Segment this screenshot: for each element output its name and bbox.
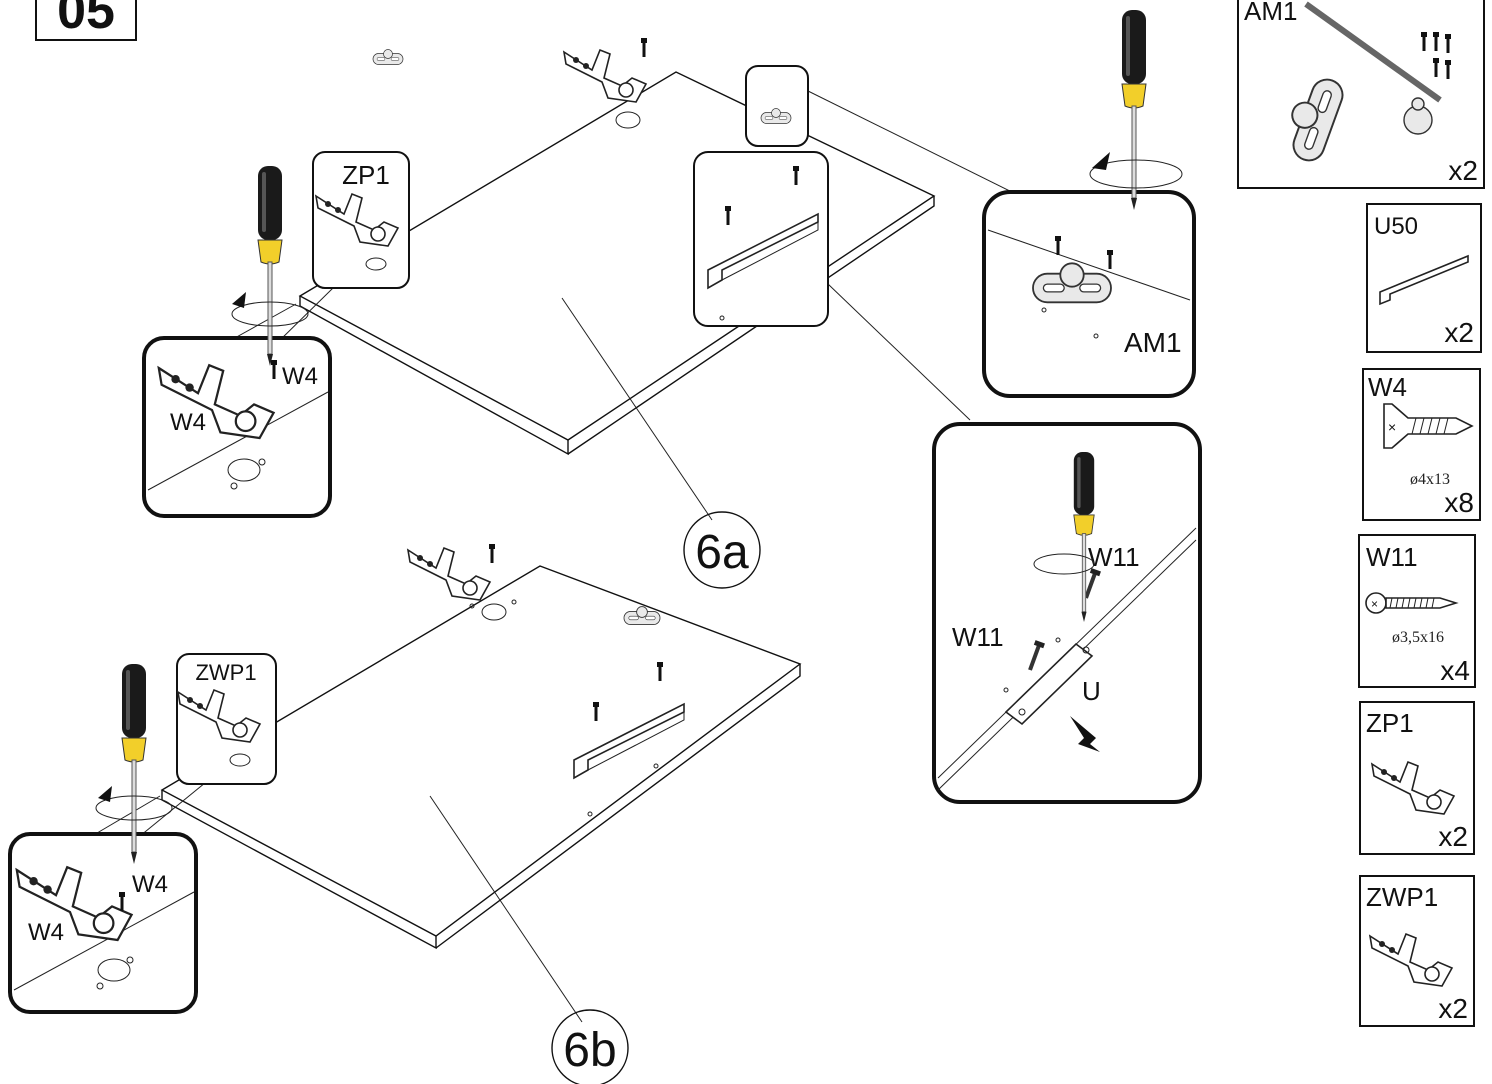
rotation-arrow-icon	[231, 301, 309, 327]
screw-icon	[489, 544, 495, 563]
part-zwp1-qty: x2	[1438, 993, 1468, 1024]
part-zp1-code: ZP1	[1366, 708, 1414, 738]
part-w4: W4 × ø4x13 x8	[1362, 368, 1481, 521]
part-zp1-qty: x2	[1438, 821, 1468, 852]
callout-u50-6a	[693, 151, 829, 327]
screw-icon	[657, 662, 663, 681]
part-w11-size: ø3,5x16	[1392, 629, 1444, 646]
part-zwp1: ZWP1 x2	[1359, 875, 1475, 1027]
detail-am1: AM1	[982, 190, 1196, 398]
hinge-6a-top-icon	[563, 49, 647, 103]
detail-hinge-6a: W4 W4	[142, 336, 332, 518]
callout-zwp1: ZWP1	[176, 653, 277, 785]
part-w4-code: W4	[1368, 372, 1407, 402]
callout-w11-lower: W11	[952, 622, 1004, 652]
hinge-6b-top-icon	[407, 547, 491, 601]
wall-bracket-icon	[372, 49, 404, 65]
variant-6a-label: 6a	[695, 526, 749, 579]
callout-am1: AM1	[1124, 327, 1182, 358]
part-am1-code: AM1	[1244, 0, 1297, 26]
svg-text:×: ×	[1388, 419, 1396, 435]
part-zp1: ZP1 x2	[1359, 701, 1475, 855]
part-w11-qty: x4	[1440, 655, 1470, 686]
screw-icon: ×	[1383, 403, 1474, 449]
callout-w11-upper: W11	[1088, 542, 1140, 572]
part-w4-qty: x8	[1444, 487, 1474, 518]
part-w11-code: W11	[1366, 542, 1418, 572]
panel-6b	[91, 565, 802, 1023]
variant-6a-marker: 6a	[683, 511, 761, 589]
screw-w4-icon	[641, 38, 647, 57]
callout-zp1: ZP1	[312, 151, 410, 289]
part-u50: U50 x2	[1366, 203, 1482, 353]
variant-6b-marker: 6b	[551, 1009, 629, 1084]
detail-hinge-6b: W4 W4	[8, 832, 198, 1014]
callout-zwp1-label: ZWP1	[195, 660, 256, 685]
screw-icon	[593, 702, 599, 721]
step-number-box: 05	[35, 0, 137, 41]
angle-profile-icon	[1379, 254, 1469, 306]
part-am1-qty: x2	[1448, 155, 1478, 186]
callout-w4-6a-left: W4	[170, 409, 206, 436]
part-u50-qty: x2	[1444, 317, 1474, 348]
rotation-arrow-icon	[1089, 159, 1183, 189]
callout-w4-6a-right: W4	[282, 363, 318, 390]
screwdriver-icon	[1121, 9, 1147, 211]
step-number: 05	[57, 0, 115, 40]
callout-w4-6b-right: W4	[132, 871, 168, 898]
variant-6b-label: 6b	[563, 1024, 616, 1077]
panel-6a	[223, 71, 1021, 521]
callout-bracket-6a	[372, 49, 809, 147]
part-u50-code: U50	[1374, 213, 1418, 240]
parts-list: AM1 x2 U50 x2 W4 ×	[1237, 0, 1485, 1027]
arrow-icon	[1070, 716, 1100, 752]
part-zwp1-code: ZWP1	[1366, 882, 1438, 912]
part-w11: W11 × ø3,5x16 x4	[1358, 534, 1476, 688]
callout-w4-6b-left: W4	[28, 919, 64, 946]
callout-u: U	[1082, 676, 1101, 706]
angle-profile-icon	[573, 703, 685, 779]
part-am1: AM1 x2	[1237, 0, 1485, 189]
part-w4-size: ø4x13	[1410, 471, 1450, 488]
callout-zp1-label: ZP1	[342, 160, 390, 190]
svg-text:×: ×	[1371, 597, 1378, 611]
detail-w11-u: W11 W11 U	[932, 422, 1202, 804]
rotation-arrow-icon	[95, 795, 173, 821]
screw-icon: ×	[1365, 592, 1459, 614]
